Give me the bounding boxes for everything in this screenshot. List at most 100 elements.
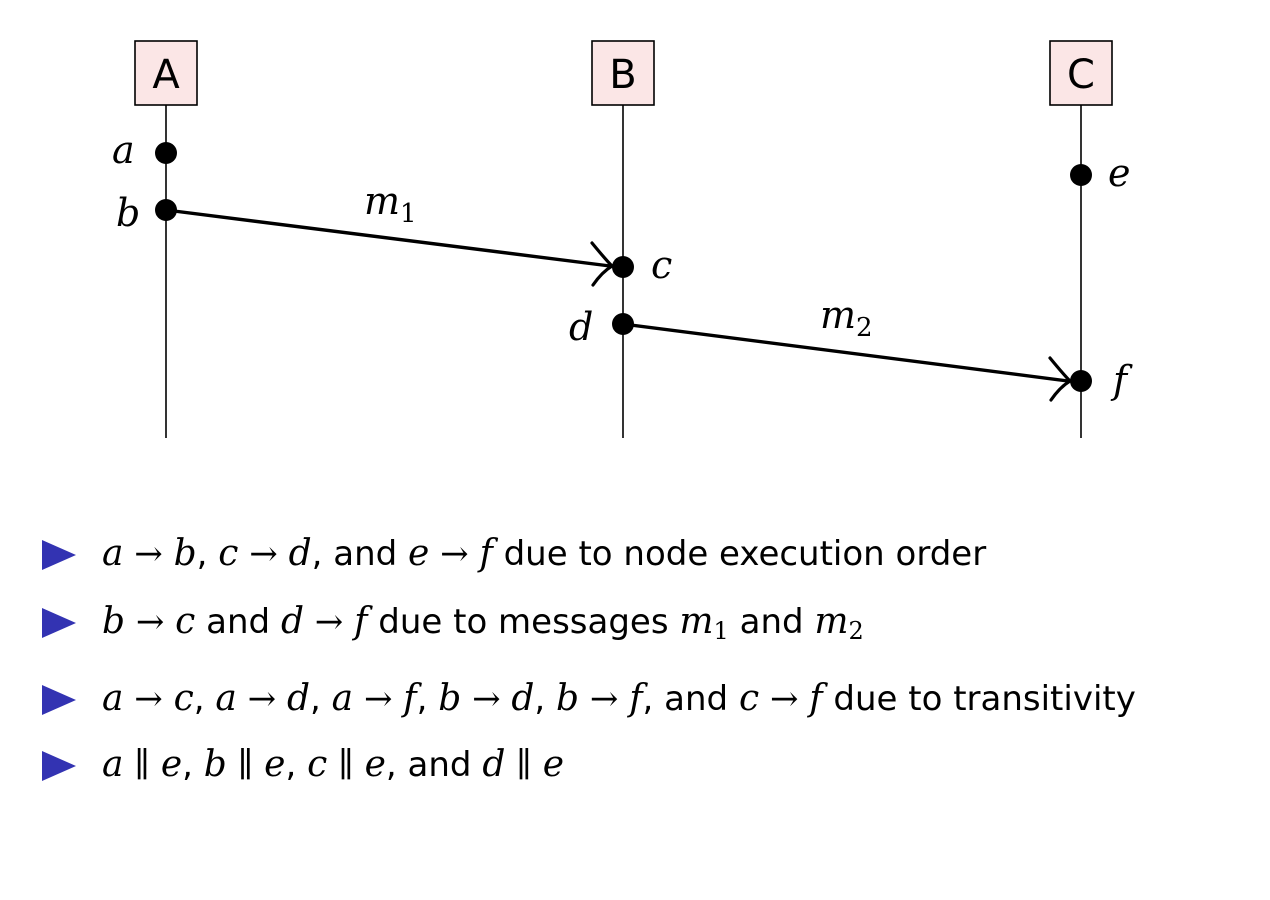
math-var: c <box>218 533 239 574</box>
math-var: a <box>102 678 124 719</box>
math-arrow: → <box>440 534 469 574</box>
comma: , <box>416 679 428 719</box>
math-var: f <box>354 601 368 642</box>
bullet-triangle-icon <box>42 685 76 715</box>
math-var: e <box>542 744 565 785</box>
math-parallel: ∥ <box>134 745 150 785</box>
event-b-label: b <box>116 191 140 235</box>
math-var: e <box>160 744 183 785</box>
comma: , <box>193 679 205 719</box>
math-var: f <box>629 678 643 719</box>
math-var: f <box>479 533 493 574</box>
event-a-dot <box>155 142 177 164</box>
node-b: B <box>591 40 655 438</box>
and-word: and <box>206 602 271 642</box>
math-var: a <box>215 678 237 719</box>
math-var: a <box>102 533 124 574</box>
space-time-diagram: A B C m1 m2 a b c d e f <box>112 40 1133 438</box>
math-arrow: → <box>363 679 393 719</box>
bullet-reason-text: due to <box>833 679 943 719</box>
event-d-dot <box>612 313 634 335</box>
math-arrow: → <box>134 534 163 574</box>
math-var: c <box>738 678 760 719</box>
node-b-box <box>591 40 655 106</box>
node-c: C <box>1049 40 1113 438</box>
math-parallel: ∥ <box>237 745 254 785</box>
comma: , <box>534 679 546 719</box>
math-arrow: → <box>249 534 278 574</box>
bullet-reason-text: due to node execution order <box>503 534 987 574</box>
math-var: e <box>408 533 430 574</box>
bullet-reason-text: due to messages <box>378 602 669 642</box>
node-c-label: C <box>1067 52 1095 98</box>
math-message-m1: m1 <box>679 601 729 645</box>
math-arrow: → <box>314 602 344 642</box>
math-var: c <box>175 601 196 642</box>
and-word: and <box>407 745 472 785</box>
message-m2: m2 <box>622 293 1073 402</box>
message-m1-label: m1 <box>364 179 417 229</box>
node-c-box <box>1049 40 1113 106</box>
comma: , <box>642 679 654 719</box>
math-var: b <box>173 533 197 574</box>
message-m2-label: m2 <box>820 293 873 343</box>
math-var: f <box>809 678 823 719</box>
math-arrow: → <box>472 679 501 719</box>
event-e-dot <box>1070 164 1092 186</box>
math-arrow: → <box>135 602 165 642</box>
math-var: b <box>203 744 227 785</box>
math-arrow: → <box>247 679 277 719</box>
comma: , <box>310 679 321 719</box>
bullet-messages: b → c and d → f due to messages m1 and m… <box>42 598 1242 655</box>
math-var: c <box>307 744 328 785</box>
event-c-label: c <box>651 243 672 287</box>
bullet-triangle-icon <box>42 540 76 570</box>
message-m1: m1 <box>165 179 615 287</box>
math-var: d <box>280 601 304 642</box>
math-var: d <box>482 744 506 785</box>
event-b-dot <box>155 199 177 221</box>
comma: , <box>285 745 297 785</box>
math-var: e <box>264 744 286 785</box>
math-var: d <box>511 678 535 719</box>
math-var: c <box>173 678 194 719</box>
bullet-transitivity: a → c, a → d, a → f, b → d, b → f, and c… <box>42 675 1242 723</box>
math-arrow: → <box>134 679 163 719</box>
event-d-label: d <box>569 305 593 349</box>
message-base: m <box>814 601 849 642</box>
comma: , <box>196 534 208 574</box>
message-subscript: 2 <box>848 617 864 645</box>
math-var: b <box>556 678 580 719</box>
math-var: b <box>438 678 462 719</box>
math-arrow: → <box>589 679 619 719</box>
message-m2-arrow-line <box>622 322 1069 383</box>
node-a: A <box>134 40 198 438</box>
math-parallel: ∥ <box>338 745 354 785</box>
math-var: b <box>102 601 126 642</box>
and-word: and <box>333 534 398 574</box>
relation-bullet-list: a → b, c → d, and e → f due to node exec… <box>42 530 1242 809</box>
math-var: d <box>288 533 312 574</box>
and-word: and <box>664 679 729 719</box>
bullet-execution-order: a → b, c → d, and e → f due to node exec… <box>42 530 1242 578</box>
comma: , <box>182 745 193 785</box>
event-f-label: f <box>1110 358 1133 402</box>
message-subscript: 1 <box>713 617 729 645</box>
math-var: d <box>286 678 311 719</box>
math-message-m2: m2 <box>814 601 864 645</box>
math-var: a <box>102 744 124 785</box>
node-b-label: B <box>609 52 636 98</box>
event-a-label: a <box>112 128 135 172</box>
event-f-dot <box>1070 370 1092 392</box>
bullet-triangle-icon <box>42 608 76 638</box>
bullet-reason-text: transitivity <box>953 679 1136 719</box>
event-e-label: e <box>1108 151 1131 195</box>
message-base: m <box>679 601 714 642</box>
comma: , <box>311 534 323 574</box>
node-a-label: A <box>152 52 180 98</box>
bullet-triangle-icon <box>42 751 76 781</box>
message-m1-arrow-line <box>165 208 611 268</box>
message-m1-arrowhead <box>590 241 615 287</box>
bullet-concurrency: a ∥ e, b ∥ e, c ∥ e, and d ∥ e <box>42 741 1242 789</box>
and-word: and <box>739 602 804 642</box>
